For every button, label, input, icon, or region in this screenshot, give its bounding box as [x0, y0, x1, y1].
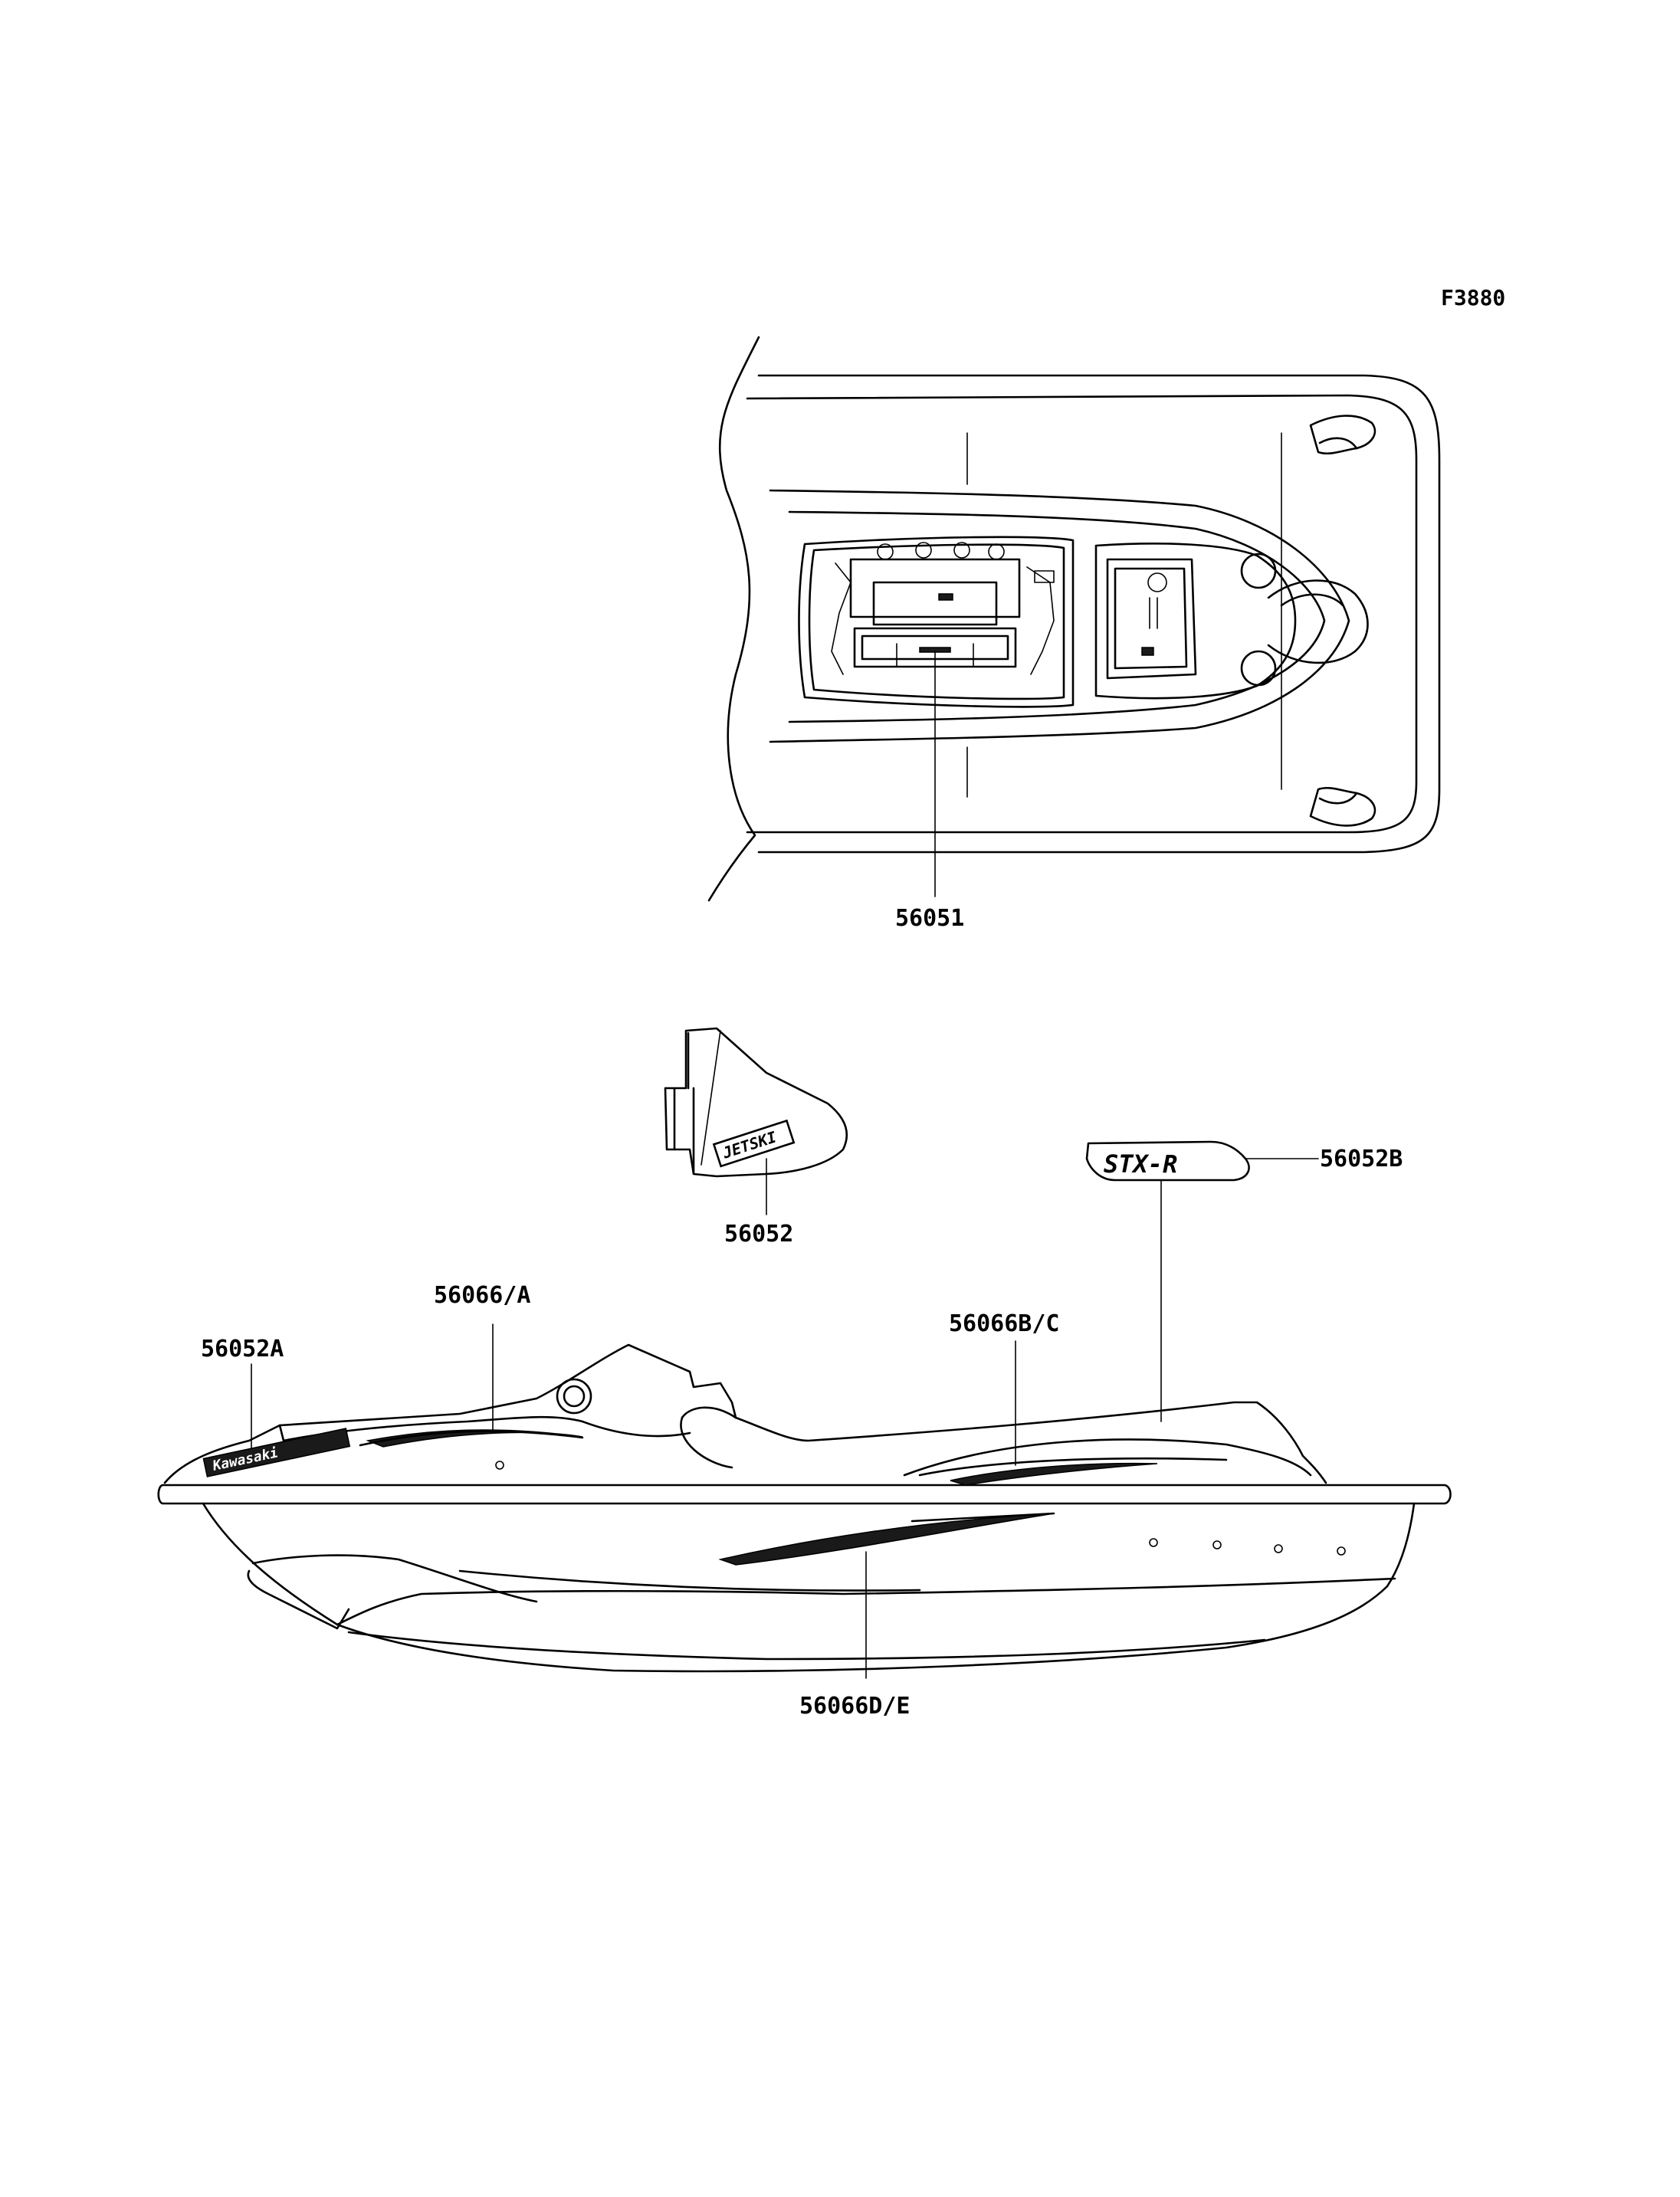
callout-56066DE: 56066D/E	[799, 1693, 911, 1720]
figure-code: F3880	[1441, 285, 1505, 310]
side-view-hull	[157, 1343, 1452, 1673]
kawasaki-decal: Kawasaki	[202, 1428, 351, 1477]
stripe-56066BC	[950, 1462, 1158, 1486]
jetski-decal-panel: JETSKI	[664, 1027, 848, 1178]
stripe-56066DE	[718, 1513, 1055, 1566]
engine-detail	[831, 542, 1167, 675]
callout-56051: 56051	[895, 905, 964, 932]
callout-56066A: 56066/A	[434, 1282, 530, 1309]
callout-56052: 56052	[724, 1221, 793, 1248]
callout-56066BC: 56066B/C	[949, 1310, 1060, 1337]
callout-56052B: 56052B	[1320, 1146, 1403, 1172]
callout-56052A: 56052A	[201, 1336, 284, 1362]
stxr-decal: STX-R	[1085, 1140, 1250, 1182]
stxr-logo: STX-R	[1104, 1149, 1177, 1179]
top-view-hull	[707, 336, 1441, 902]
